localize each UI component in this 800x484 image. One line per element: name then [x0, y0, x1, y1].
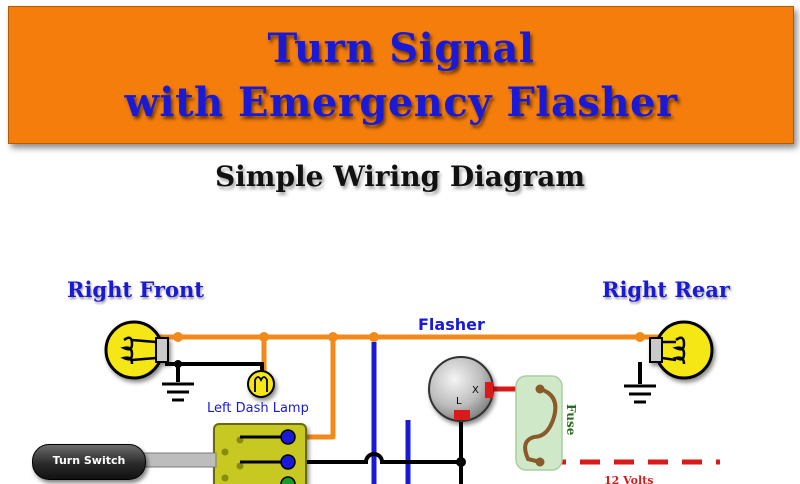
- fuse-terminal: [535, 384, 545, 394]
- junction-dot: [259, 332, 269, 342]
- switch-terminal: [280, 476, 296, 484]
- right-rear-bulb: [649, 320, 714, 380]
- filament: [661, 336, 686, 365]
- switch-lever-shaft: [139, 452, 217, 468]
- switch-terminal: [280, 454, 296, 470]
- bulb-base: [649, 337, 663, 363]
- turn-switch-label: Turn Switch: [52, 454, 126, 467]
- flasher-l-terminal: [454, 410, 470, 420]
- ground-front: [162, 382, 194, 402]
- right-front-label: Right Front: [67, 277, 204, 302]
- fuse-terminal: [535, 457, 545, 467]
- turn-switch-button[interactable]: Turn Switch: [32, 444, 146, 480]
- title-banner: Turn Signal with Emergency Flasher: [8, 6, 794, 144]
- subtitle: Simple Wiring Diagram: [214, 160, 586, 193]
- fuse: [515, 375, 563, 471]
- left-dash-lamp-label: Left Dash Lamp: [207, 401, 309, 416]
- orange-junctions: [173, 332, 645, 342]
- bulb-base: [155, 337, 169, 363]
- ground-rear: [624, 384, 656, 404]
- right-rear-label: Right Rear: [602, 277, 730, 302]
- switch-to-flasher-wire: [294, 452, 461, 464]
- junction-dot: [328, 332, 338, 342]
- title-line-1: Turn Signal: [267, 25, 535, 72]
- bulb-icon: [104, 320, 164, 380]
- junction-dot: [174, 360, 182, 368]
- flasher-x-label: X: [472, 385, 479, 396]
- dash-lamp-filament: [254, 376, 268, 392]
- right-front-bulb: [104, 320, 169, 380]
- fuse-element: [523, 387, 558, 464]
- flasher-label: Flasher: [418, 315, 485, 334]
- blue-wires: [371, 342, 411, 484]
- voltage-label: 12 Volts: [604, 474, 653, 484]
- junction-dot: [635, 332, 645, 342]
- switch-terminal: [280, 429, 296, 445]
- left-dash-lamp: [247, 370, 275, 398]
- junction-dot: [369, 332, 379, 342]
- title-line-2: with Emergency Flasher: [124, 79, 678, 126]
- junction-dot: [173, 332, 183, 342]
- fuse-icon: [515, 375, 563, 471]
- switch-contact-bar: [240, 435, 282, 464]
- switch-contacts: [221, 429, 296, 484]
- dash-lamp-icon: [247, 370, 275, 398]
- filament: [120, 336, 157, 365]
- fuse-label: Fuse: [564, 404, 578, 436]
- flasher-x-terminal: [485, 382, 493, 398]
- junction-dot: [456, 457, 466, 467]
- flasher-l-label: L: [456, 396, 462, 407]
